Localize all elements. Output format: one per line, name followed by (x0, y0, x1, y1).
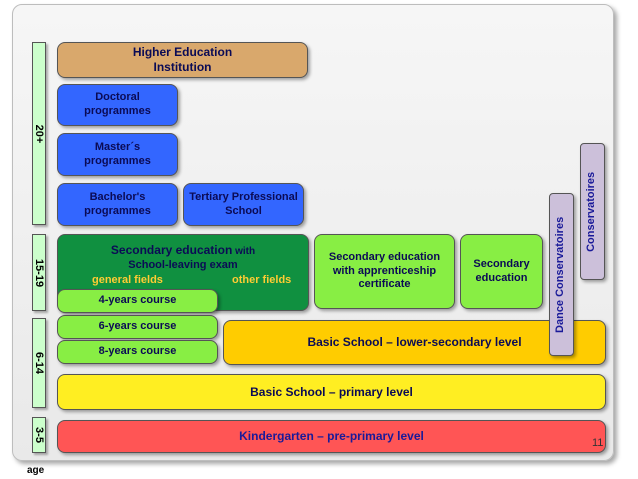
secondary-education-line2: education (475, 271, 528, 284)
secondary-apprenticeship-line2: with apprenticeship (332, 264, 437, 277)
masters-line2: programmes (84, 154, 151, 167)
age-bar-3-5: 3-5 (32, 417, 46, 453)
tertiary-professional-line1: Tertiary Professional (189, 190, 298, 203)
course-8-years-box: 8-years course (57, 340, 218, 364)
age-label-3-5: 3-5 (33, 427, 45, 443)
course-8-years-label: 8-years course (98, 345, 177, 358)
secondary-apprenticeship-line1: Secondary education (328, 250, 441, 263)
age-bar-6-14: 6-14 (32, 318, 46, 408)
secondary-school-leaving-line2: School-leaving exam (128, 258, 238, 271)
bachelors-line1: Bachelor's (89, 190, 146, 203)
other-fields-label: other fields (232, 274, 292, 286)
basic-school-primary-box: Basic School – primary level (57, 374, 606, 410)
secondary-apprenticeship-box: Secondary education with apprenticeship … (314, 234, 455, 309)
secondary-education-box: Secondary education (460, 234, 543, 309)
higher-education-line1: Higher Education (132, 45, 233, 59)
basic-school-primary-label: Basic School – primary level (250, 384, 413, 399)
slide-number: 11 (592, 437, 604, 449)
secondary-apprenticeship-line3: certificate (358, 278, 411, 291)
age-bar-15-19: 15-19 (32, 234, 46, 311)
basic-school-lower-secondary-box: Basic School – lower-secondary level (223, 320, 606, 365)
dance-conservatoires-label: Dance Conservatoires (554, 216, 567, 333)
kindergarten-box: Kindergarten – pre-primary level (57, 420, 606, 453)
tertiary-professional-line2: School (225, 204, 262, 217)
masters-line1: Master´s (94, 140, 141, 153)
bachelors-box: Bachelor's programmes (57, 183, 178, 226)
age-label-15-19: 15-19 (33, 258, 45, 287)
age-axis-label: age (27, 465, 45, 476)
course-4-years-box: 4-years course (57, 289, 218, 313)
course-6-years-box: 6-years course (57, 315, 218, 339)
conservatoires-label: Conservatoires (585, 171, 598, 252)
basic-school-lower-secondary-label: Basic School – lower-secondary level (307, 335, 522, 349)
course-4-years-label: 4-years course (98, 294, 177, 307)
course-6-years-label: 6-years course (98, 320, 177, 333)
tertiary-professional-box: Tertiary Professional School (183, 183, 304, 226)
age-label-6-14: 6-14 (33, 351, 45, 375)
higher-education-line2: Institution (153, 60, 212, 74)
doctoral-box: Doctoral programmes (57, 84, 178, 126)
secondary-school-leaving-title: Secondary education with (110, 243, 256, 257)
doctoral-line2: programmes (84, 105, 151, 117)
masters-box: Master´s programmes (57, 133, 178, 176)
general-fields-label: general fields (92, 274, 163, 286)
age-label-20-plus: 20+ (33, 124, 45, 143)
doctoral-line1: Doctoral (95, 91, 140, 104)
bachelors-line2: programmes (84, 204, 151, 217)
dance-conservatoires-box: Dance Conservatoires (549, 193, 574, 356)
conservatoires-box: Conservatoires (580, 143, 605, 280)
kindergarten-label: Kindergarten – pre-primary level (239, 429, 424, 443)
age-bar-20-plus: 20+ (32, 42, 46, 225)
secondary-education-line1: Secondary (473, 257, 530, 270)
higher-education-box: Higher Education Institution (57, 42, 308, 78)
